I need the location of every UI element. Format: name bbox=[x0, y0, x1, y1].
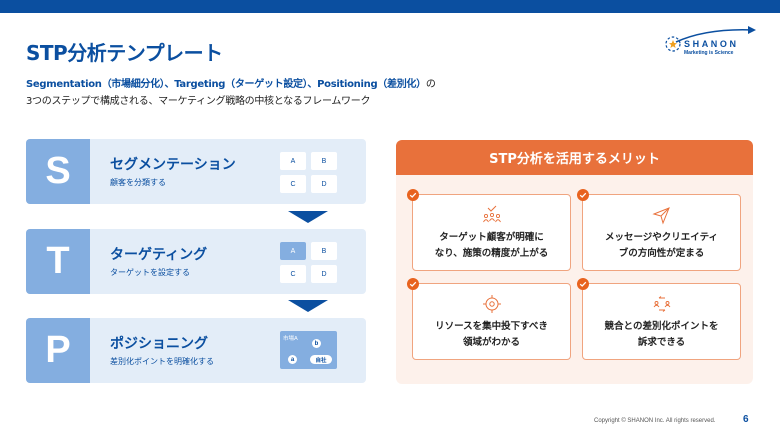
step-segmentation: S セグメンテーション 顧客を分類する A B C D bbox=[26, 139, 366, 204]
top-bar bbox=[0, 0, 780, 13]
shanon-logo: SHANON Marketing is Science bbox=[662, 24, 756, 60]
check-icon bbox=[407, 189, 419, 201]
step-letter: S bbox=[26, 139, 90, 204]
page-number: 6 bbox=[743, 414, 749, 425]
merit-text-line: 領域がわかる bbox=[462, 337, 520, 348]
merit-text-line: リソースを集中投下すべき bbox=[435, 321, 548, 332]
merit-card-3: リソースを集中投下すべき領域がわかる bbox=[412, 283, 571, 360]
logo-name: SHANON bbox=[684, 39, 739, 49]
step-targeting: T ターゲティング ターゲットを設定する A B C D bbox=[26, 229, 366, 294]
merits-panel: STP分析を活用するメリット ターゲット顧客が明確になり、施策の精度が上がる メ… bbox=[396, 140, 753, 384]
down-arrow-icon bbox=[288, 211, 328, 223]
target-icon bbox=[483, 295, 501, 313]
check-icon bbox=[577, 189, 589, 201]
step-desc: 差別化ポイントを明確化する bbox=[110, 357, 214, 366]
merit-text-line: ターゲット顧客が明確に bbox=[439, 232, 544, 243]
market-label: 市場A bbox=[283, 336, 298, 342]
check-icon bbox=[577, 278, 589, 290]
merit-text: ターゲット顧客が明確になり、施策の精度が上がる bbox=[413, 230, 570, 262]
target-cell-a-selected: A bbox=[280, 242, 306, 260]
merit-text-line: 競合との差別化ポイントを bbox=[604, 321, 719, 332]
merit-text-line: ブの方向性が定まる bbox=[618, 248, 705, 259]
segment-cell-b: B bbox=[311, 152, 337, 170]
step-title: ポジショニング bbox=[110, 336, 208, 352]
logo-mark-icon bbox=[665, 26, 756, 52]
competitor-a-dot: a bbox=[288, 355, 297, 364]
merit-text: リソースを集中投下すべき領域がわかる bbox=[413, 319, 570, 351]
segment-cell-a: A bbox=[280, 152, 306, 170]
merit-card-1: ターゲット顧客が明確になり、施策の精度が上がる bbox=[412, 194, 571, 271]
target-cell-b: B bbox=[311, 242, 337, 260]
segment-cell-d: D bbox=[311, 175, 337, 193]
subtitle-line-1: Segmentation（市場細分化）、Targeting（ターゲット設定）、P… bbox=[26, 75, 436, 90]
target-cell-c: C bbox=[280, 265, 306, 283]
merit-text-line: なり、施策の精度が上がる bbox=[434, 248, 549, 259]
positioning-map: 市場A b a 自社 bbox=[280, 331, 337, 369]
target-cell-d: D bbox=[311, 265, 337, 283]
step-title: セグメンテーション bbox=[110, 157, 236, 173]
merit-card-4: 競合との差別化ポイントを訴求できる bbox=[582, 283, 741, 360]
subtitle-highlight: Segmentation（市場細分化）、Targeting（ターゲット設定）、P… bbox=[26, 79, 426, 90]
own-company-badge: 自社 bbox=[310, 355, 332, 364]
down-arrow-icon bbox=[288, 300, 328, 312]
step-letter: P bbox=[26, 318, 90, 383]
merit-text: メッセージやクリエイティブの方向性が定まる bbox=[583, 230, 740, 262]
check-icon bbox=[407, 278, 419, 290]
page-title: STP分析テンプレート bbox=[26, 41, 223, 65]
subtitle-line-2: 3つのステップで構成される、マーケティング戦略の中核となるフレームワーク bbox=[26, 96, 371, 107]
people-check-icon bbox=[483, 205, 501, 223]
subtitle-suffix: の bbox=[425, 79, 436, 90]
step-title: ターゲティング bbox=[110, 247, 208, 263]
step-desc: ターゲットを設定する bbox=[110, 268, 190, 277]
paper-plane-icon bbox=[652, 207, 670, 225]
segment-cell-c: C bbox=[280, 175, 306, 193]
copyright: Copyright © SHANON Inc. All rights reser… bbox=[594, 418, 716, 424]
step-desc: 顧客を分類する bbox=[110, 178, 166, 187]
merit-text: 競合との差別化ポイントを訴求できる bbox=[583, 319, 740, 351]
logo-tagline: Marketing is Science bbox=[684, 50, 734, 56]
competitor-b-dot: b bbox=[312, 339, 321, 348]
compare-arrows-icon bbox=[653, 296, 671, 312]
merit-text-line: メッセージやクリエイティ bbox=[604, 232, 719, 243]
merit-card-2: メッセージやクリエイティブの方向性が定まる bbox=[582, 194, 741, 271]
merit-text-line: 訴求できる bbox=[637, 337, 686, 348]
step-letter: T bbox=[26, 229, 90, 294]
step-positioning: P ポジショニング 差別化ポイントを明確化する 市場A b a 自社 bbox=[26, 318, 366, 383]
merits-title: STP分析を活用するメリット bbox=[396, 140, 753, 175]
